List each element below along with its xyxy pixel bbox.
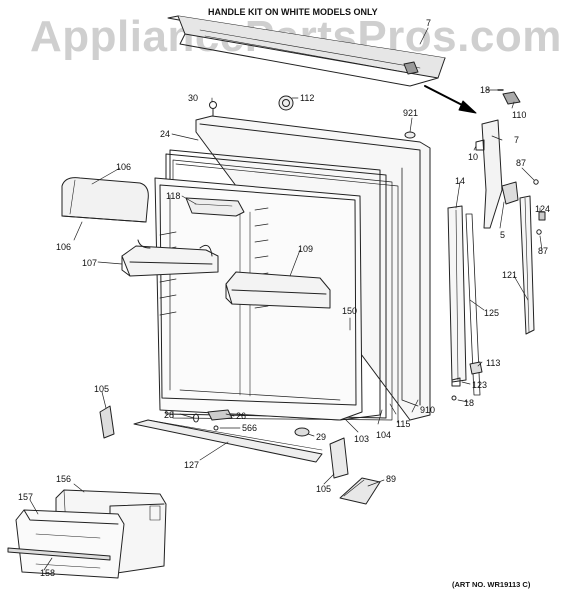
callout-label: 14 <box>455 176 465 186</box>
callout-label: 156 <box>56 474 71 484</box>
callout-label: 106 <box>56 242 71 252</box>
callout-label: 125 <box>484 308 499 318</box>
callout-label: 28 <box>164 410 174 420</box>
detail-arrow <box>424 85 469 109</box>
callout-label: 104 <box>376 430 391 440</box>
callout-label: 7 <box>514 135 519 145</box>
small-bin-part <box>185 197 245 217</box>
callout-label: 87 <box>538 246 548 256</box>
large-bin-part <box>225 271 331 309</box>
callout-label: 107 <box>82 258 97 268</box>
hinge-cover-part <box>99 405 349 479</box>
callout-label: 123 <box>472 380 487 390</box>
callout-label: 109 <box>298 244 313 254</box>
callout-label: 106 <box>116 162 131 172</box>
callout-label: 10 <box>468 152 478 162</box>
art-number: (ART NO. WR19113 C) <box>452 580 531 589</box>
handle-assembly-part <box>447 89 546 401</box>
callout-label: 118 <box>166 191 180 201</box>
leader-lines <box>29 27 543 571</box>
callout-label: 18 <box>480 85 490 95</box>
callout-label: 29 <box>316 432 326 442</box>
callout-label: 7 <box>426 18 431 28</box>
callout-label: 105 <box>316 484 331 494</box>
callout-label: 5 <box>500 230 505 240</box>
callout-label: 110 <box>512 110 526 120</box>
crisper-bin-part <box>7 489 167 579</box>
callout-label: 103 <box>354 434 369 444</box>
callout-label: 124 <box>535 204 550 214</box>
dairy-door-part <box>61 177 149 223</box>
cap-part <box>404 131 416 139</box>
button-part <box>278 95 294 111</box>
callout-label: 26 <box>236 411 246 421</box>
stop-part <box>339 477 381 505</box>
door-bin-part <box>121 239 219 277</box>
bottom-trim-part <box>133 419 323 463</box>
callout-label: 150 <box>342 306 357 316</box>
callout-label: 89 <box>386 474 396 484</box>
callout-label: 18 <box>464 398 474 408</box>
callout-label: 910 <box>420 405 435 415</box>
screw-part <box>209 101 217 118</box>
callout-label: 566 <box>242 423 257 433</box>
callout-label: 158 <box>40 568 55 578</box>
callout-label: 24 <box>160 129 170 139</box>
callout-label: 157 <box>18 492 33 502</box>
handle-trim-part <box>167 15 446 87</box>
callout-label: 87 <box>516 158 526 168</box>
callout-label: 30 <box>188 93 198 103</box>
callout-label: 121 <box>502 270 517 280</box>
callout-label: 112 <box>300 93 314 103</box>
callout-label: 127 <box>184 460 199 470</box>
callout-label: 115 <box>396 419 410 429</box>
callout-label: 105 <box>94 384 109 394</box>
callout-label: 113 <box>486 358 500 368</box>
callout-label: 921 <box>403 108 418 118</box>
callout-labels: 7 112 30 921 18 110 24 7 10 87 106 118 1… <box>18 18 550 578</box>
handle-kit-note: HANDLE KIT ON WHITE MODELS ONLY <box>208 7 378 17</box>
